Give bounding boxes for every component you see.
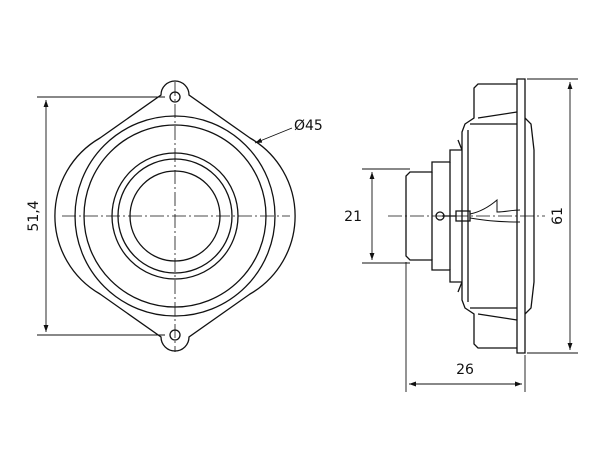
diameter-leader <box>254 127 293 144</box>
depth-label: 26 <box>456 362 474 378</box>
dimension-magnet-height <box>362 168 410 264</box>
side-view <box>405 78 535 354</box>
diameter-label: Ø45 <box>294 118 323 134</box>
dimension-total-height <box>527 78 578 354</box>
mounting-flange-outline <box>54 80 296 352</box>
front-centerlines <box>62 82 290 352</box>
basket-inner-line <box>477 111 518 321</box>
height-label-51-4: 51,4 <box>26 200 42 231</box>
dimension-height-front <box>37 96 165 336</box>
basket-rim-line <box>470 123 517 309</box>
flange-plate <box>516 78 526 354</box>
dimension-depth <box>405 262 526 392</box>
lead-wire <box>469 198 521 215</box>
magnet-height-label: 21 <box>344 209 362 225</box>
total-height-label: 61 <box>550 207 566 225</box>
